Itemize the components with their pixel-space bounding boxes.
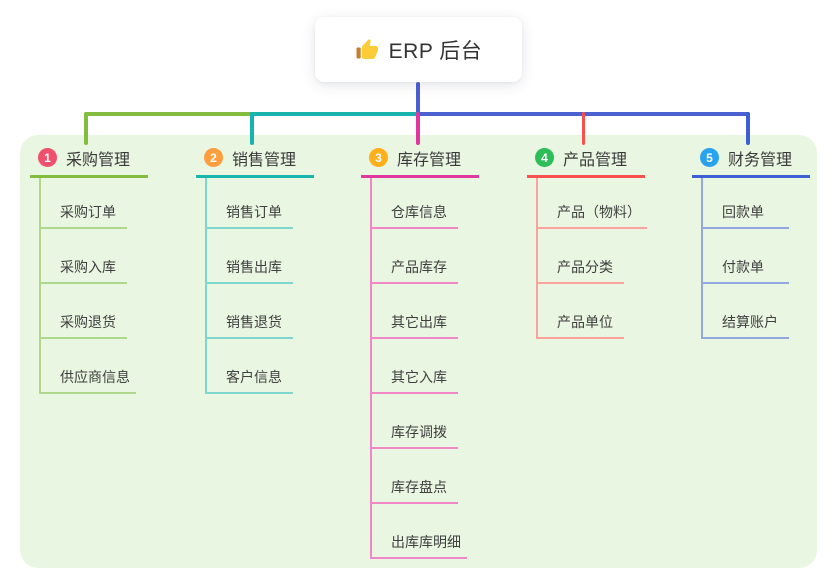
- branch-title-label: 采购管理: [66, 151, 131, 169]
- connector-branch-5-drop: [746, 112, 750, 145]
- child-node[interactable]: 销售订单: [207, 178, 293, 229]
- branch-children: 采购订单采购入库采购退货供应商信息: [39, 178, 148, 394]
- branches-panel: [20, 135, 817, 568]
- branch-title-node[interactable]: 4 产品管理: [527, 147, 645, 178]
- branch-title-node[interactable]: 2 销售管理: [196, 147, 314, 178]
- child-node[interactable]: 产品（物料）: [538, 178, 647, 229]
- branch-title-label: 产品管理: [563, 151, 628, 169]
- connector-branch-4-drop: [581, 112, 585, 145]
- child-node[interactable]: 产品库存: [372, 229, 458, 284]
- child-node[interactable]: 产品分类: [538, 229, 624, 284]
- child-node[interactable]: 客户信息: [207, 339, 293, 394]
- connector-branch-2-drop: [250, 112, 254, 145]
- branch-title-label: 销售管理: [232, 151, 297, 169]
- child-node[interactable]: 销售出库: [207, 229, 293, 284]
- branch-1: 1 采购管理 采购订单采购入库采购退货供应商信息: [30, 147, 148, 394]
- child-node[interactable]: 销售退货: [207, 284, 293, 339]
- branch-number-badge: 1: [38, 148, 57, 167]
- child-node[interactable]: 付款单: [703, 229, 789, 284]
- branch-number-badge: 3: [369, 148, 388, 167]
- root-node-label: ERP 后台: [388, 39, 483, 63]
- connector-bus-left: [84, 112, 254, 116]
- branch-3: 3 库存管理 仓库信息产品库存其它出库其它入库库存调拨库存盘点出库库明细: [361, 147, 479, 559]
- connector-branch-3-drop: [416, 112, 420, 145]
- connector-bus-middle: [250, 112, 420, 116]
- branch-5: 5 财务管理 回款单付款单结算账户: [692, 147, 810, 339]
- child-node[interactable]: 产品单位: [538, 284, 624, 339]
- branch-children: 销售订单销售出库销售退货客户信息: [205, 178, 314, 394]
- child-node[interactable]: 采购入库: [41, 229, 127, 284]
- child-node[interactable]: 其它入库: [372, 339, 458, 394]
- branch-number-badge: 2: [204, 148, 223, 167]
- child-node[interactable]: 库存调拨: [372, 394, 458, 449]
- root-node[interactable]: ERP 后台: [315, 17, 522, 82]
- branch-4: 4 产品管理 产品（物料）产品分类产品单位: [527, 147, 647, 339]
- branch-title-label: 库存管理: [397, 151, 462, 169]
- branch-title-label: 财务管理: [728, 151, 793, 169]
- child-node[interactable]: 采购订单: [41, 178, 127, 229]
- branch-number-badge: 4: [535, 148, 554, 167]
- child-node[interactable]: 仓库信息: [372, 178, 458, 229]
- child-node[interactable]: 出库库明细: [372, 504, 467, 559]
- child-node[interactable]: 库存盘点: [372, 449, 458, 504]
- branch-title-node[interactable]: 1 采购管理: [30, 147, 148, 178]
- connector-root-stem: [416, 82, 420, 116]
- branch-number-badge: 5: [700, 148, 719, 167]
- branch-children: 仓库信息产品库存其它出库其它入库库存调拨库存盘点出库库明细: [370, 178, 479, 559]
- branch-title-node[interactable]: 3 库存管理: [361, 147, 479, 178]
- child-node[interactable]: 回款单: [703, 178, 789, 229]
- child-node[interactable]: 采购退货: [41, 284, 127, 339]
- child-node[interactable]: 供应商信息: [41, 339, 136, 394]
- child-node[interactable]: 结算账户: [703, 284, 789, 339]
- branch-2: 2 销售管理 销售订单销售出库销售退货客户信息: [196, 147, 314, 394]
- thumbs-up-icon: [355, 38, 379, 62]
- connector-branch-1-drop: [84, 112, 88, 145]
- branch-children: 回款单付款单结算账户: [701, 178, 810, 339]
- branch-title-node[interactable]: 5 财务管理: [692, 147, 810, 178]
- branch-children: 产品（物料）产品分类产品单位: [536, 178, 647, 339]
- child-node[interactable]: 其它出库: [372, 284, 458, 339]
